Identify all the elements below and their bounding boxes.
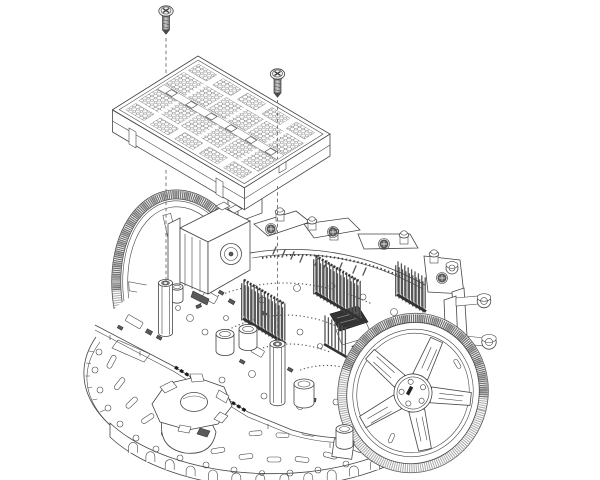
gearmotor [167,201,251,306]
hub-brand-mark [405,385,414,396]
right-wheel-hub [393,373,433,413]
standoff-right [269,339,286,407]
capacitors [170,283,315,409]
bracket-screws [265,223,448,284]
pin-headers [241,254,427,359]
breadboard [112,56,330,211]
ball-caster [151,373,233,454]
assembly-guide-lines [165,38,278,342]
right-wheel-spokes [359,336,472,452]
pcb-components [116,281,391,403]
right-wheel [337,312,489,474]
breadboard-center-channel [157,85,284,160]
chassis-holes [91,339,421,477]
breadboard-terminal-strips [138,72,304,172]
screw-right [269,68,286,98]
standoff-left [158,279,173,337]
front-right-parts [331,424,355,460]
breadboard-power-rails [126,64,315,178]
screw-left [158,5,174,35]
